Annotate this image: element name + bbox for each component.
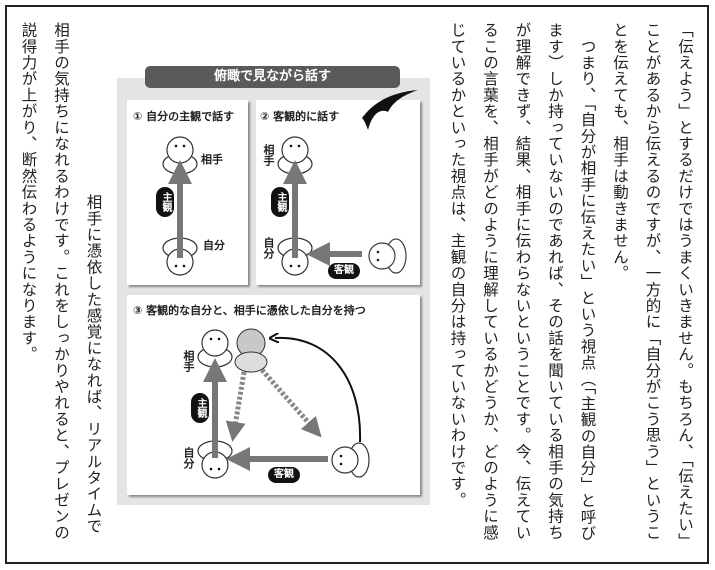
curved-arrow bbox=[275, 338, 362, 443]
text-line: が理解できず、結果、相手に伝わらないということです。今、伝えてい bbox=[513, 22, 532, 541]
objective-badge: 客観 bbox=[268, 467, 300, 483]
body-text-right: 「伝えよう」とするだけではうまくいきません。もちろん、「伝えたい」 ことがあるか… bbox=[441, 22, 701, 549]
page-frame bbox=[5, 5, 709, 564]
panel-1-title: ① 自分の主観で話す bbox=[133, 110, 235, 123]
label-other: 相手 bbox=[182, 350, 195, 372]
subjective-badge: 主観 bbox=[191, 393, 209, 423]
text-line: つまり、「自分が相手に伝えたい」という視点（「主観の自分」と呼び bbox=[578, 22, 597, 542]
person-objective-icon bbox=[368, 238, 407, 274]
figure-title: 俯瞰で見ながら話す bbox=[145, 66, 400, 88]
label-self: 自分 bbox=[182, 447, 195, 469]
text-line: 相手の気持ちになれるわけです。これをしっかりやれると、プレゼンの bbox=[52, 22, 70, 541]
empathy-arrow bbox=[260, 368, 322, 438]
subjective-badge: 主観 bbox=[156, 187, 174, 217]
text-line: 説得力が上がり、断然伝わるようになります。 bbox=[19, 22, 38, 363]
person-possessed-self-icon bbox=[234, 328, 268, 373]
text-line: じているかといった視点は、主観の自分は持っていないわけです。 bbox=[448, 22, 467, 508]
bird-icon bbox=[362, 90, 418, 130]
person-objective-icon bbox=[331, 442, 370, 478]
label-self: 自分 bbox=[203, 239, 225, 252]
text-line: ます）しか持っていないのであれば、その話を聞いている相手の気持ち bbox=[546, 22, 564, 541]
person-other-icon bbox=[277, 136, 313, 175]
text-line: とを伝えても、相手は動きません。 bbox=[611, 22, 629, 282]
text-line: 相手に憑依した感覚になれば、リアルタイムで bbox=[84, 194, 103, 535]
subjective-badge: 主観 bbox=[271, 187, 289, 217]
label-self: 自分 bbox=[262, 237, 275, 259]
text-line: 「伝えよう」とするだけではうまくいきません。もちろん、「伝えたい」 bbox=[676, 22, 694, 549]
text-line: ことがあるから伝えるのですが、一方的に「自分がこう思う」というこ bbox=[643, 22, 662, 541]
empathy-arrow bbox=[225, 371, 247, 442]
objective-badge: 客観 bbox=[328, 263, 360, 279]
person-other-icon bbox=[197, 329, 233, 368]
label-other: 相手 bbox=[262, 144, 275, 166]
panel-2-title: ② 客観的に話す bbox=[260, 110, 340, 123]
person-other-icon bbox=[162, 136, 198, 175]
text-line: るこの言葉を、相手がどのように理解しているかどうか、どのように感 bbox=[481, 22, 499, 541]
label-other: 相手 bbox=[201, 153, 223, 166]
body-text-left: 相手に憑依した感覚になれば、リアルタイムで 相手の気持ちになれるわけです。これを… bbox=[12, 22, 110, 540]
panel-3-title: ③ 客観的な自分と、相手に憑依した自分を持つ bbox=[133, 304, 366, 317]
